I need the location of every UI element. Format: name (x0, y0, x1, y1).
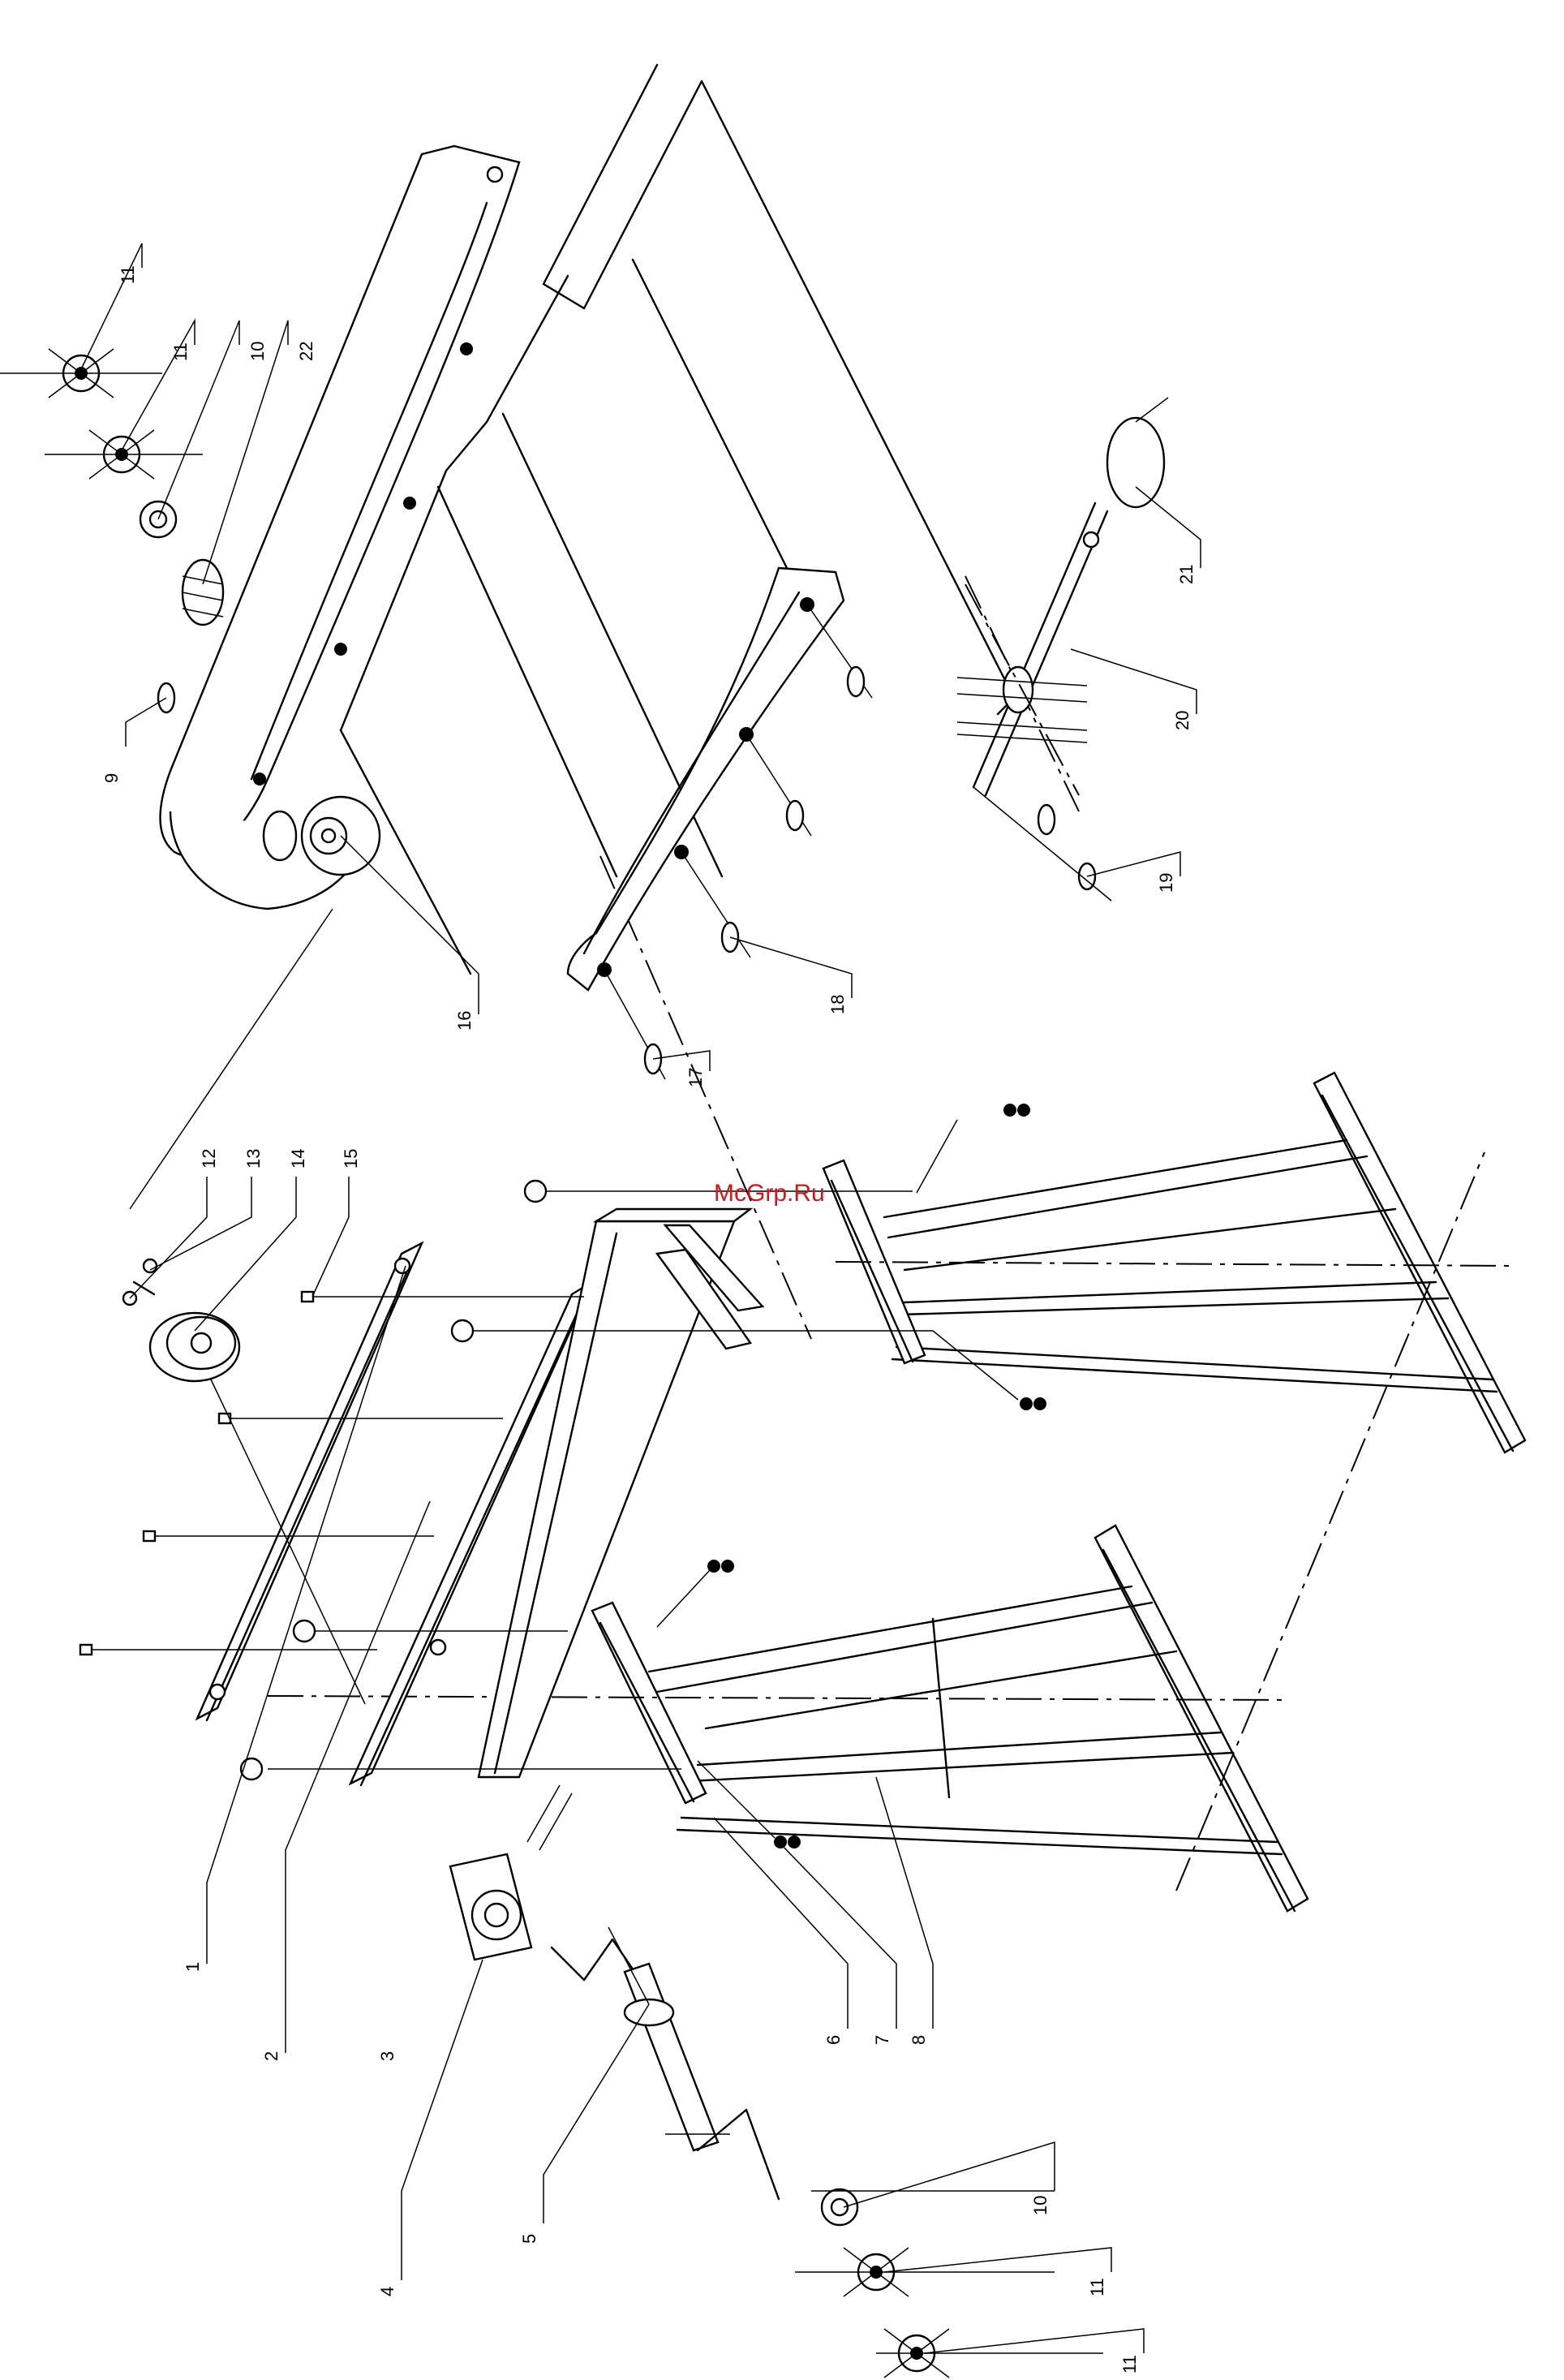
callout-3: 3 (377, 2051, 397, 2061)
pulley-assembly (123, 909, 365, 1704)
cross-beam-3 (479, 1209, 763, 1777)
callout-8: 8 (909, 2035, 929, 2045)
callout-6: 6 (823, 2035, 844, 2045)
upper-nut-stack (0, 349, 223, 712)
callout-12: 12 (199, 1149, 219, 1168)
callout-19: 19 (1156, 873, 1176, 893)
callout-4: 4 (377, 2287, 397, 2296)
callout-14: 14 (288, 1149, 308, 1168)
watermark-text: McGrp.Ru (714, 1180, 825, 1207)
callout-16: 16 (454, 1011, 475, 1031)
cross-beam-1 (197, 1243, 422, 1720)
callout-18: 18 (827, 995, 848, 1014)
callout-11d: 11 (1119, 2355, 1140, 2374)
callout-20: 20 (1172, 711, 1192, 730)
callout-15: 15 (341, 1149, 361, 1168)
callout-10a: 10 (247, 342, 268, 361)
callout-11c: 11 (1087, 2278, 1107, 2296)
callout-9: 9 (101, 773, 122, 783)
callout-22: 22 (296, 342, 316, 361)
support-frame-upper (823, 1073, 1525, 1453)
callout-17: 17 (685, 1068, 706, 1087)
callout-2: 2 (261, 2051, 281, 2061)
lower-nut-stack (795, 2189, 1103, 2378)
curved-rail (568, 568, 872, 1079)
callout-21: 21 (1176, 565, 1197, 584)
callout-1: 1 (183, 1962, 203, 1972)
callout-11b: 11 (170, 342, 191, 361)
callout-10b: 10 (1030, 2196, 1051, 2215)
drive-shaft (552, 1927, 779, 2199)
bearing-block (450, 1785, 572, 1960)
support-frame-lower (592, 1526, 1308, 1911)
callout-5: 5 (519, 2234, 539, 2244)
curved-arm (161, 146, 520, 909)
callout-13: 13 (243, 1149, 264, 1168)
callout-11a: 11 (118, 265, 138, 284)
center-lines (268, 576, 1517, 1891)
callout-7: 7 (872, 2035, 892, 2045)
